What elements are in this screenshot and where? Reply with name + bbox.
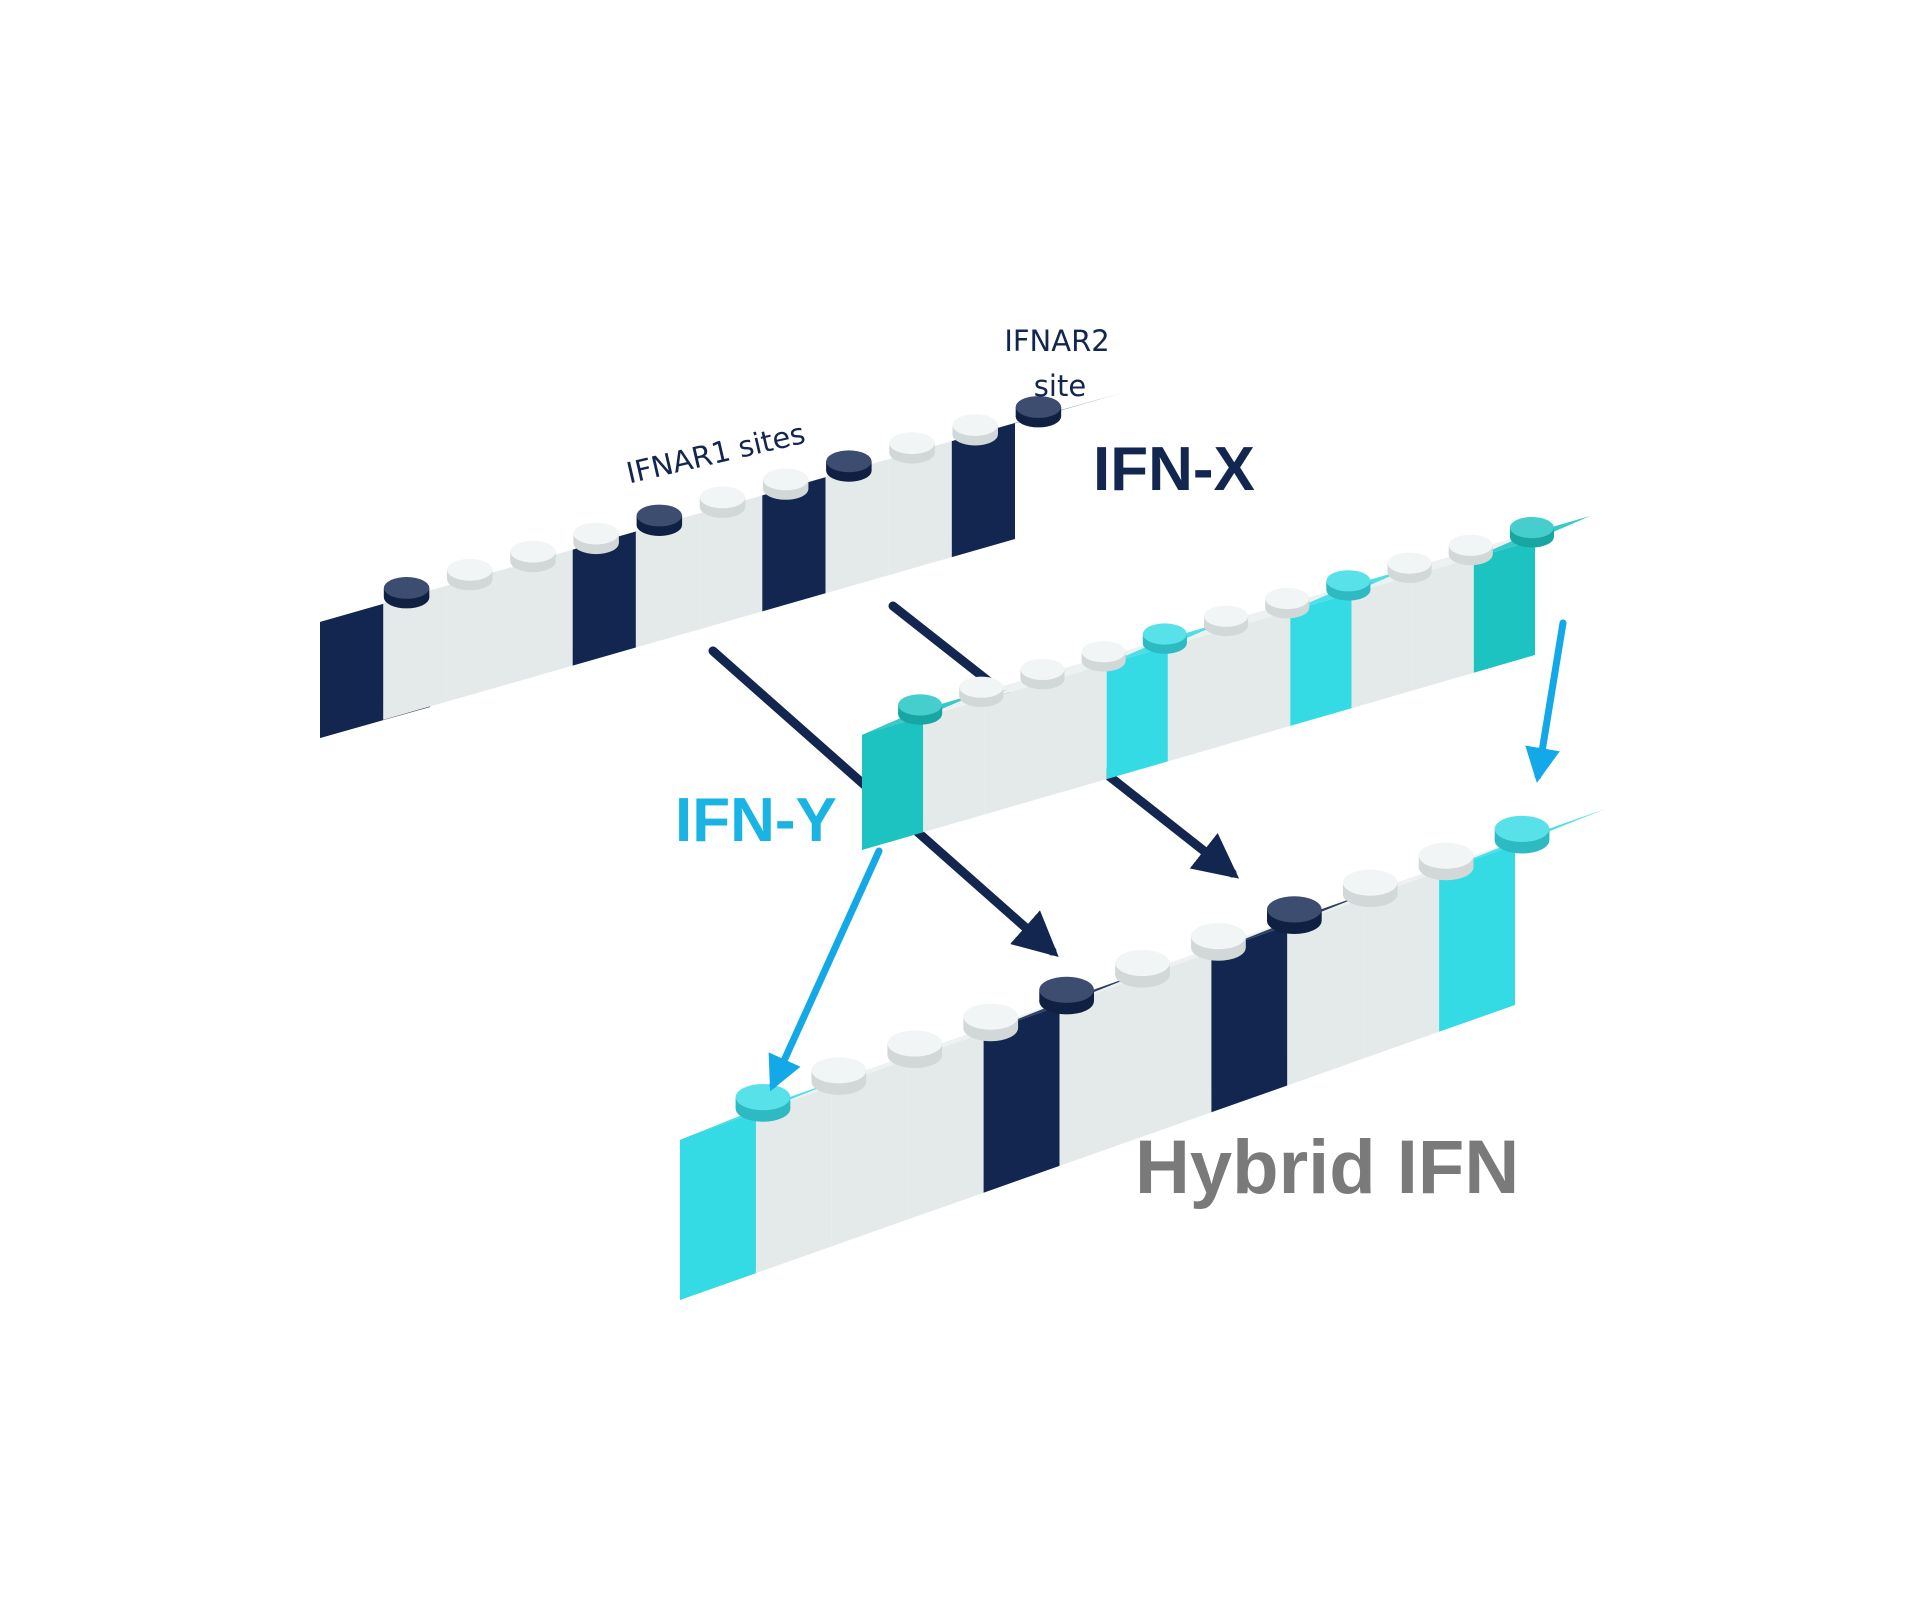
stud-top [952, 414, 998, 436]
stud-top [1115, 949, 1170, 977]
brick-front-white [1135, 952, 1212, 1140]
brick-front-white [1412, 557, 1474, 691]
ifn-y-bar [862, 516, 1590, 850]
brick-front-navy [951, 423, 1015, 558]
stud-top [1265, 587, 1310, 610]
ifn-y-label: IFN-Y [675, 786, 837, 855]
stud-top [447, 558, 493, 581]
brick-front-cyan [1439, 845, 1515, 1032]
brick-front-white [888, 441, 952, 576]
brick-front-navy [1211, 925, 1288, 1113]
stud-top [1387, 552, 1432, 574]
stud-top [1191, 923, 1246, 950]
ifnar2-site-label-line1: IFNAR2 [1004, 324, 1109, 358]
brick-front-cyan [680, 1113, 756, 1300]
brick-front-cyan [1106, 646, 1168, 780]
brick-front-white [635, 513, 700, 648]
stud-top [887, 1030, 943, 1057]
stud-top [1509, 517, 1554, 539]
brick-front-white [755, 1086, 832, 1274]
brick-front-white [923, 699, 985, 833]
stud-top [383, 577, 430, 599]
brick-front-white [383, 585, 447, 720]
stud-top [1015, 396, 1062, 418]
hybrid-ifn-label: Hybrid IFN [1135, 1125, 1519, 1210]
stud-top [1204, 605, 1248, 627]
stud-top [1448, 534, 1493, 556]
brick-front-navy [572, 531, 636, 666]
brick-front-white [1363, 871, 1440, 1059]
stud-top [959, 676, 1004, 698]
brick-front-white [1229, 610, 1291, 744]
brick-front-white [1045, 664, 1107, 797]
stud-top [763, 468, 809, 491]
brick-front-white [825, 459, 889, 594]
stud-top [826, 450, 872, 473]
blue-arrow-left [768, 847, 883, 1092]
brick-front-teal [862, 717, 924, 850]
stud-top [1418, 842, 1474, 869]
stud-top [811, 1057, 867, 1084]
stud-top [1039, 976, 1094, 1003]
stud-top [898, 694, 943, 716]
stud-top [1081, 641, 1126, 663]
brick-front-white [1167, 628, 1230, 762]
hybrid-ifn-bar [680, 809, 1605, 1300]
stud-top [1267, 896, 1322, 923]
brick-front-white [446, 567, 510, 702]
brick-front-white [1059, 979, 1136, 1166]
ifnar2-site-label-line2: site [1034, 369, 1086, 403]
stud-top [963, 1003, 1018, 1030]
stud-top [735, 1084, 791, 1111]
brick-front-white [831, 1059, 908, 1247]
stud-top [510, 540, 556, 563]
brick-front-white [1287, 898, 1364, 1086]
brick-front-white [907, 1032, 984, 1220]
stud-top [1342, 869, 1398, 896]
blue-arrow-right [1525, 619, 1567, 783]
ifn-x-bar [320, 392, 1125, 738]
brick-front-navy [983, 1005, 1060, 1193]
brick-front-white [509, 549, 573, 684]
brick-front-white [984, 681, 1046, 815]
brick-front-white [699, 495, 763, 630]
ifn-y-to-hybrid-arrows [768, 619, 1567, 1092]
brick-front-cyan [1290, 593, 1352, 726]
stud-top [699, 486, 746, 509]
stud-top [1494, 815, 1550, 843]
stud-top [1142, 623, 1187, 645]
brick-front-white [1351, 575, 1413, 709]
stud-top [1020, 658, 1065, 681]
stud-top [889, 432, 935, 455]
brick-front-teal [1473, 540, 1535, 673]
stud-top [573, 522, 619, 545]
brick-front-navy [320, 603, 384, 738]
ifn-x-label: IFN-X [1093, 435, 1255, 504]
stud-top [1326, 570, 1371, 592]
stud-top [636, 504, 682, 527]
brick-front-navy [762, 477, 826, 612]
